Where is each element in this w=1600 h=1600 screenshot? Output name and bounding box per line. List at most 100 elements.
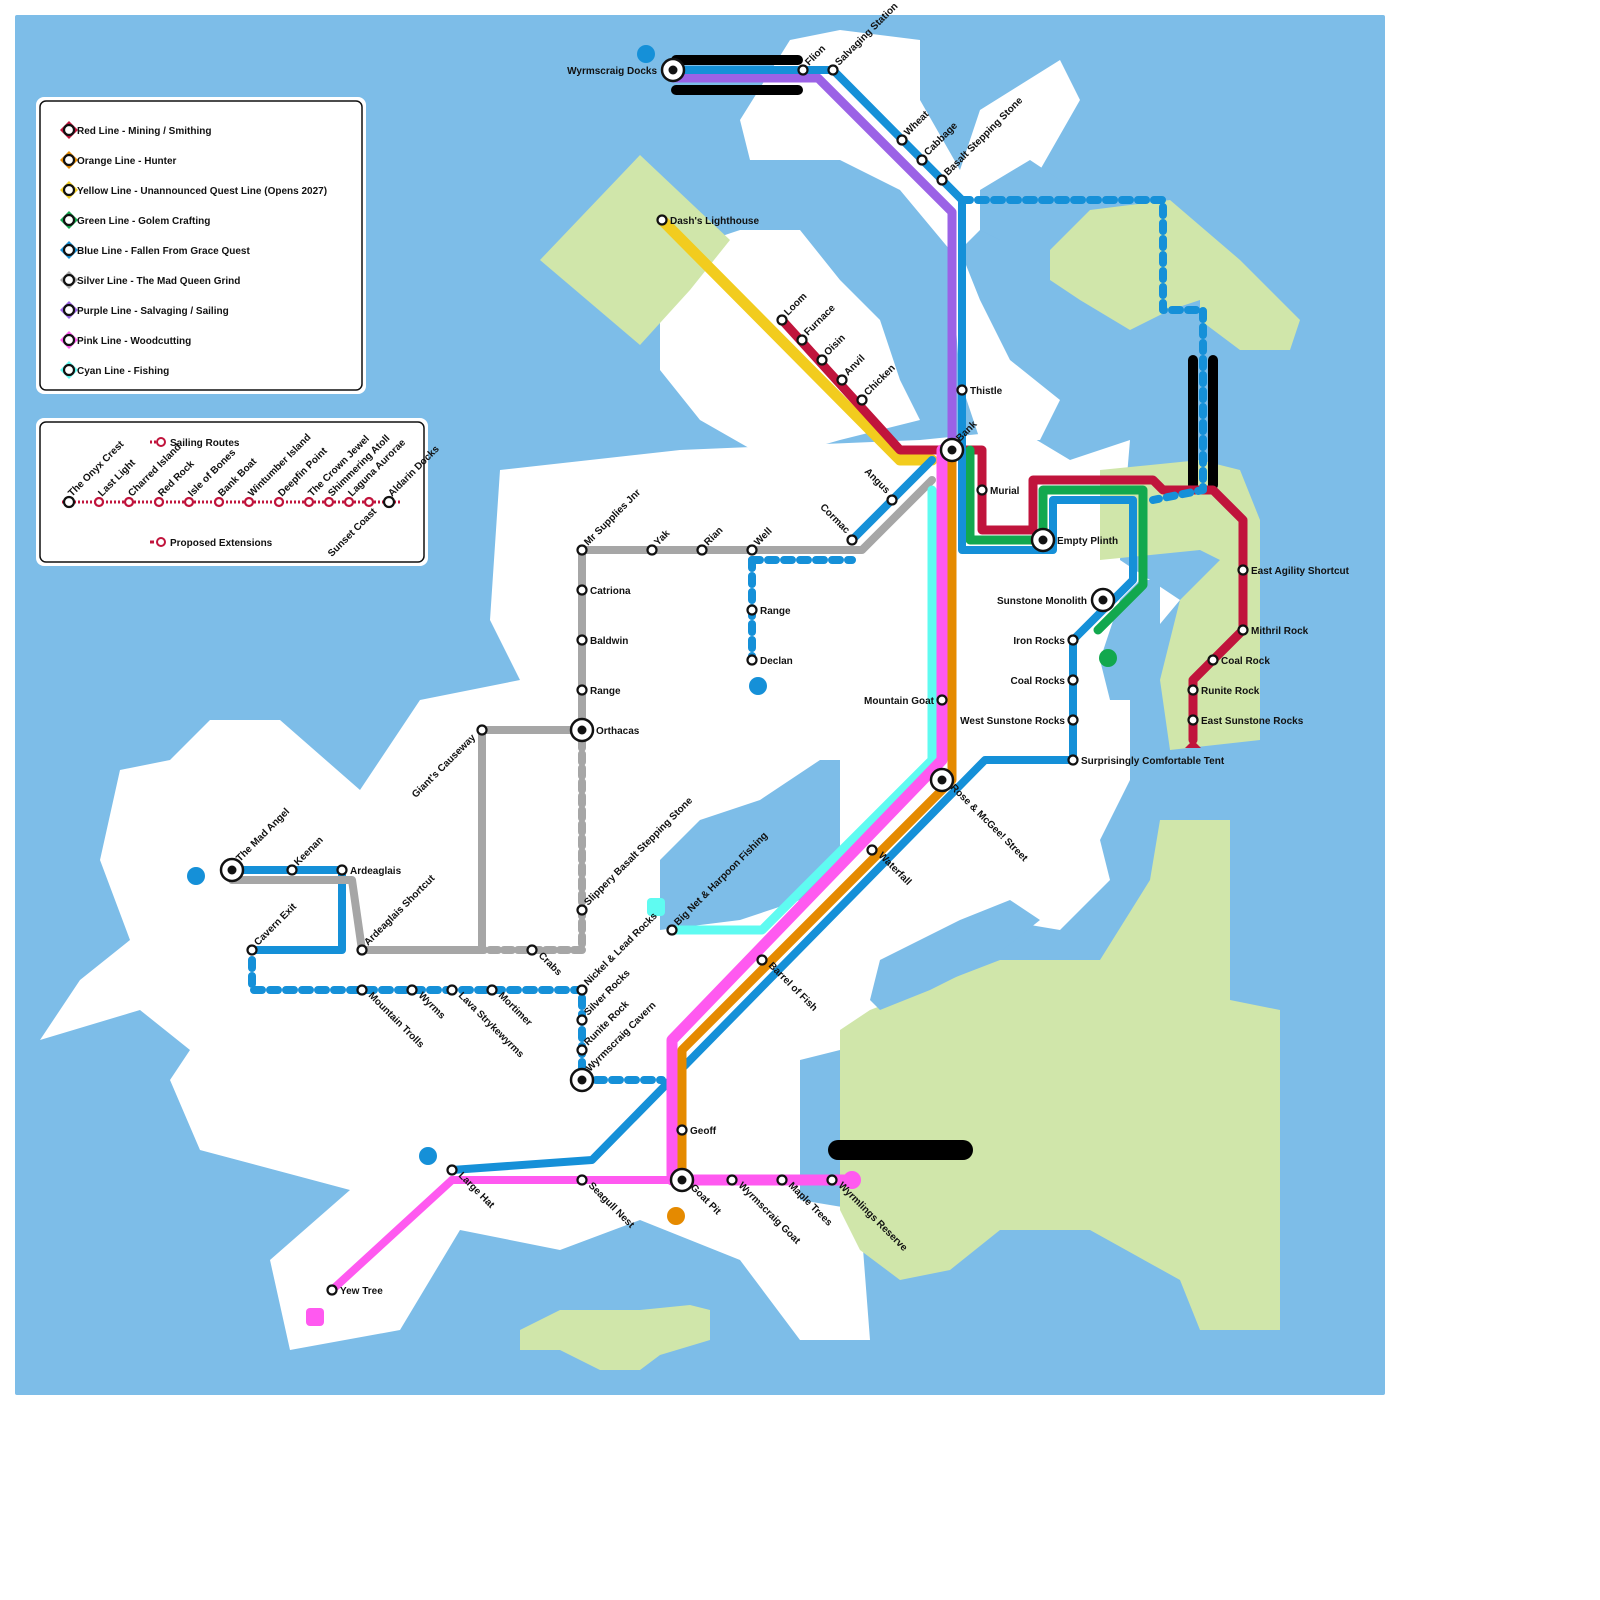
station-marker[interactable] <box>1067 754 1079 766</box>
station-marker[interactable] <box>576 634 588 646</box>
station-marker[interactable] <box>1067 714 1079 726</box>
station[interactable]: Thistle <box>956 384 1003 398</box>
station-marker[interactable] <box>726 1174 738 1186</box>
station[interactable]: Orthacas <box>569 717 640 743</box>
sailing-stop-marker <box>323 496 335 508</box>
station-marker[interactable] <box>246 944 258 956</box>
station-marker[interactable] <box>836 374 848 386</box>
station-marker[interactable] <box>896 134 908 146</box>
station-marker[interactable] <box>856 394 868 406</box>
station-marker[interactable] <box>1237 564 1249 576</box>
interchange-core <box>937 775 947 785</box>
station-marker[interactable] <box>356 984 368 996</box>
station[interactable]: Wyrmscraig Docks <box>567 57 686 83</box>
station[interactable]: East Agility Shortcut <box>1237 564 1350 578</box>
green-line <box>965 445 1148 635</box>
silver-line <box>228 726 586 954</box>
station-marker[interactable] <box>1067 634 1079 646</box>
station-marker[interactable] <box>746 604 758 616</box>
station[interactable]: East Sunstone Rocks <box>1187 714 1304 728</box>
station-marker[interactable] <box>826 1174 838 1186</box>
station-label: Coal Rocks <box>1011 676 1066 687</box>
station-marker[interactable] <box>576 984 588 996</box>
station-marker[interactable] <box>746 544 758 556</box>
station-marker[interactable] <box>526 944 538 956</box>
station-marker[interactable] <box>356 944 368 956</box>
station-marker[interactable] <box>446 1164 458 1176</box>
station-marker[interactable] <box>406 984 418 996</box>
station-marker[interactable] <box>936 694 948 706</box>
sailing-routes-label: Sailing Routes <box>170 438 240 449</box>
legend-label: Blue Line - Fallen From Grace Quest <box>77 246 250 257</box>
station-marker[interactable] <box>827 64 839 76</box>
legend-item-pink: Pink Line - Woodcutting <box>60 331 191 349</box>
station-marker[interactable] <box>746 654 758 666</box>
station-marker[interactable] <box>776 1174 788 1186</box>
station[interactable]: Iron Rocks <box>1013 634 1079 648</box>
station-marker[interactable] <box>916 154 928 166</box>
station-marker[interactable] <box>576 1044 588 1056</box>
pink-line <box>328 1176 456 1294</box>
station[interactable]: Yew Tree <box>326 1284 384 1298</box>
station[interactable]: West Sunstone Rocks <box>960 714 1079 728</box>
station-label: Catriona <box>590 586 631 597</box>
station[interactable]: Range <box>576 684 622 698</box>
station-marker[interactable] <box>576 904 588 916</box>
station-marker[interactable] <box>976 484 988 496</box>
station-marker[interactable] <box>776 314 788 326</box>
station[interactable]: Range <box>746 604 792 618</box>
station[interactable]: Empty Plinth <box>1030 527 1118 553</box>
station-marker[interactable] <box>656 214 668 226</box>
station-marker[interactable] <box>696 544 708 556</box>
station-marker[interactable] <box>1187 714 1199 726</box>
station-marker[interactable] <box>576 544 588 556</box>
station[interactable]: Coal Rocks <box>1011 674 1079 688</box>
station-marker[interactable] <box>576 1014 588 1026</box>
station-marker[interactable] <box>886 494 898 506</box>
legend-box <box>39 100 363 391</box>
station-marker[interactable] <box>576 684 588 696</box>
station[interactable]: Ardeaglais <box>336 864 402 878</box>
station-marker[interactable] <box>646 544 658 556</box>
station-marker[interactable] <box>476 724 488 736</box>
station-marker[interactable] <box>576 584 588 596</box>
station[interactable]: Coal Rock <box>1207 654 1271 668</box>
station[interactable]: Geoff <box>676 1124 717 1138</box>
sailing-stop-marker <box>363 496 375 508</box>
station[interactable]: Baldwin <box>576 634 629 648</box>
station-marker[interactable] <box>1067 674 1079 686</box>
station[interactable]: Catriona <box>576 584 632 598</box>
station-marker[interactable] <box>1207 654 1219 666</box>
station-marker[interactable] <box>486 984 498 996</box>
station-marker[interactable] <box>326 1284 338 1296</box>
station[interactable]: Murial <box>976 484 1020 498</box>
station[interactable]: Dash's Lighthouse <box>656 214 760 228</box>
station-marker[interactable] <box>1187 684 1199 696</box>
station-marker[interactable] <box>866 844 878 856</box>
station-marker[interactable] <box>446 984 458 996</box>
station-marker[interactable] <box>796 334 808 346</box>
station-marker[interactable] <box>676 1124 688 1136</box>
station[interactable]: Surprisingly Comfortable Tent <box>1067 754 1225 768</box>
station-marker[interactable] <box>666 924 678 936</box>
station-label: Wyrmscraig Docks <box>567 66 657 77</box>
station[interactable]: Sunstone Monolith <box>997 587 1116 613</box>
station[interactable]: Mountain Goat <box>864 694 948 708</box>
station-marker[interactable] <box>846 534 858 546</box>
station-marker[interactable] <box>336 864 348 876</box>
station-label: Sunstone Monolith <box>997 596 1087 607</box>
sailing-stop-marker <box>153 496 165 508</box>
station[interactable]: Runite Rock <box>1187 684 1260 698</box>
legend-station-marker <box>62 153 76 167</box>
station-marker[interactable] <box>576 1174 588 1186</box>
station-marker[interactable] <box>936 174 948 186</box>
station[interactable]: Declan <box>746 654 793 668</box>
station-marker[interactable] <box>756 954 768 966</box>
station-marker[interactable] <box>956 384 968 396</box>
station[interactable]: Mithril Rock <box>1237 624 1309 638</box>
station-marker[interactable] <box>1237 624 1249 636</box>
station-marker[interactable] <box>286 864 298 876</box>
station-marker[interactable] <box>797 64 809 76</box>
purple-line <box>668 73 957 455</box>
station-marker[interactable] <box>816 354 828 366</box>
